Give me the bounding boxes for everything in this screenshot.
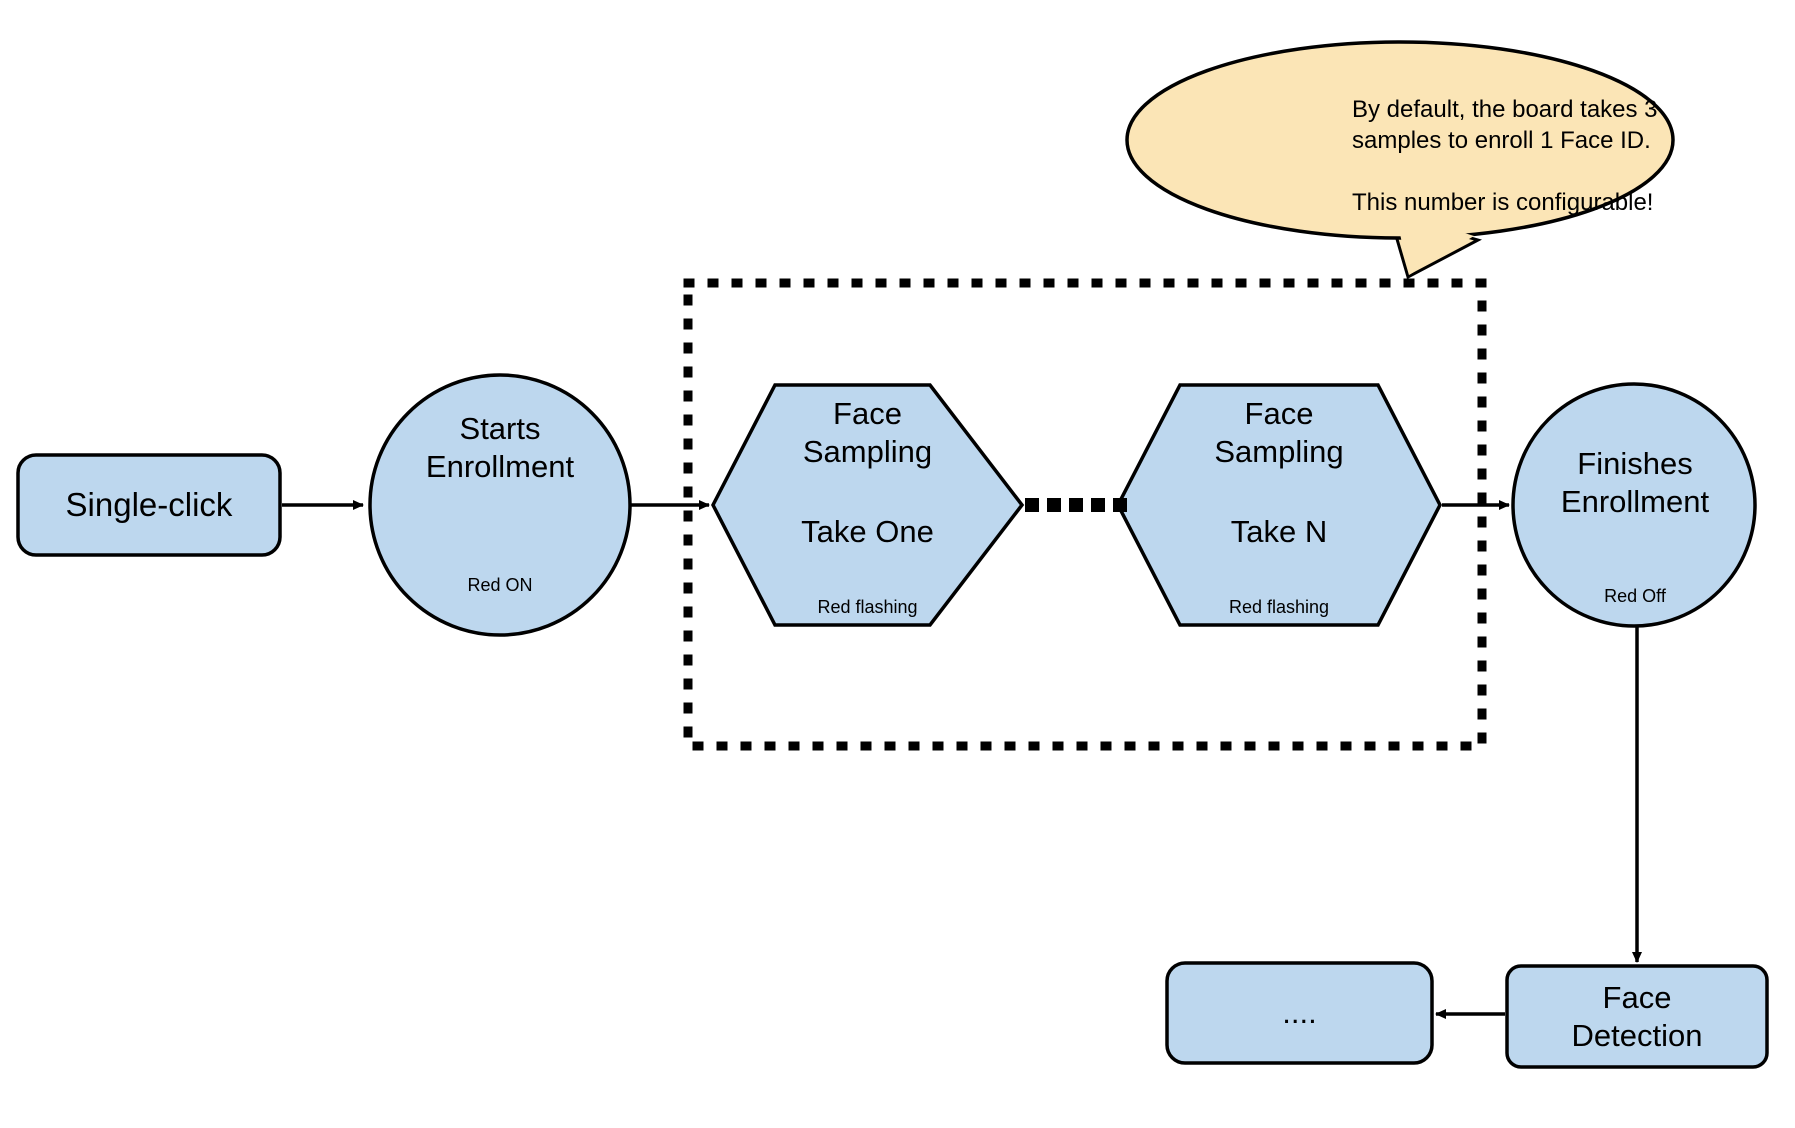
single-click-shape[interactable] [16,453,282,557]
more-node-shape[interactable] [1165,961,1434,1065]
face-sampling-one-shape[interactable] [711,383,1025,627]
callout-tail-fill [1395,211,1474,275]
callout-line-2: samples to enroll 1 Face ID. [1352,127,1651,154]
finishes-enrollment-shape[interactable] [1511,382,1757,628]
callout-line-4: This number is configurable! [1352,189,1654,216]
callout-line-1: By default, the board takes 3 [1352,96,1658,123]
face-detection-shape[interactable] [1505,964,1769,1069]
sampling-group-border [683,278,1487,751]
callout-text-group: By default, the board takes 3 samples to… [1352,94,1702,218]
ellipsis-separator [1025,498,1127,512]
callout-line-3 [1352,156,1702,187]
face-sampling-n-shape[interactable] [1116,383,1442,627]
callout-bubble [1125,40,1675,240]
starts-enrollment-shape[interactable] [368,373,632,637]
